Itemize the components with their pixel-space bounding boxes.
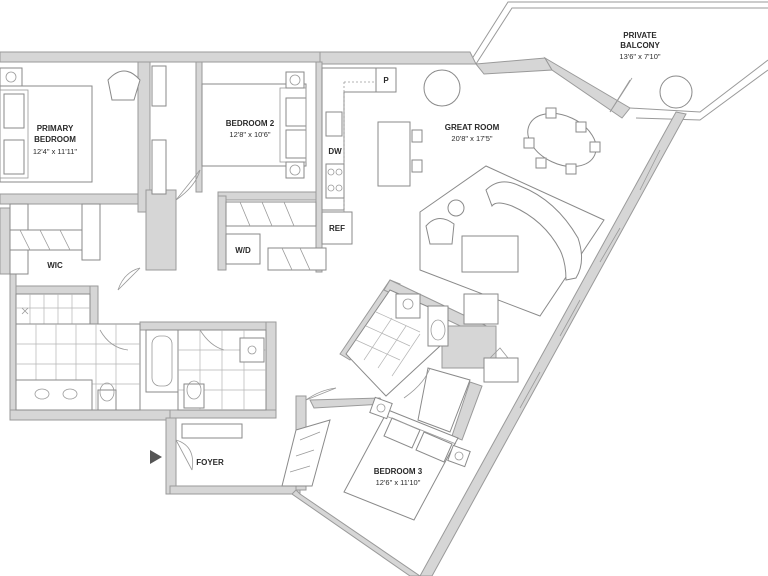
primary-bath [15,293,141,411]
bedroom2-name: BEDROOM 2 [226,119,275,128]
bedroom3-name: BEDROOM 3 [374,467,423,476]
bedroom3-furniture [281,387,471,521]
wic-furniture [9,203,141,291]
balcony-dims: 13'6" x 7'10" [619,52,660,61]
bedroom3-dims: 12'6" x 11'10" [376,478,421,487]
primary-bedroom-dims: 12'4" x 11'11" [33,147,78,156]
great-room-dims: 20'8" x 17'5" [451,134,492,143]
foyer-elements [175,439,194,471]
second-bath [145,329,267,439]
primary-bedroom-furniture [0,65,167,195]
great-room-name: GREAT ROOM [445,123,500,132]
bedroom2-dims: 12'8" x 10'6" [229,130,270,139]
foyer-label: FOYER [196,458,224,467]
wic-label: WIC [47,261,63,270]
balcony-name-2: BALCONY [620,41,660,50]
pantry-label: P [383,76,389,85]
entry-arrow-icon [150,450,162,464]
balcony-name-1: PRIVATE [623,31,657,40]
wd-label: W/D [235,246,251,255]
kitchen [321,67,423,245]
primary-bedroom-name-2: BEDROOM [34,135,76,144]
great-room-furniture [419,69,693,383]
bedroom2-furniture [175,71,327,271]
ref-label: REF [329,224,345,233]
primary-bedroom-name-1: PRIMARY [37,124,74,133]
bedroom3-bath [345,289,471,433]
dw-label: DW [328,147,342,156]
